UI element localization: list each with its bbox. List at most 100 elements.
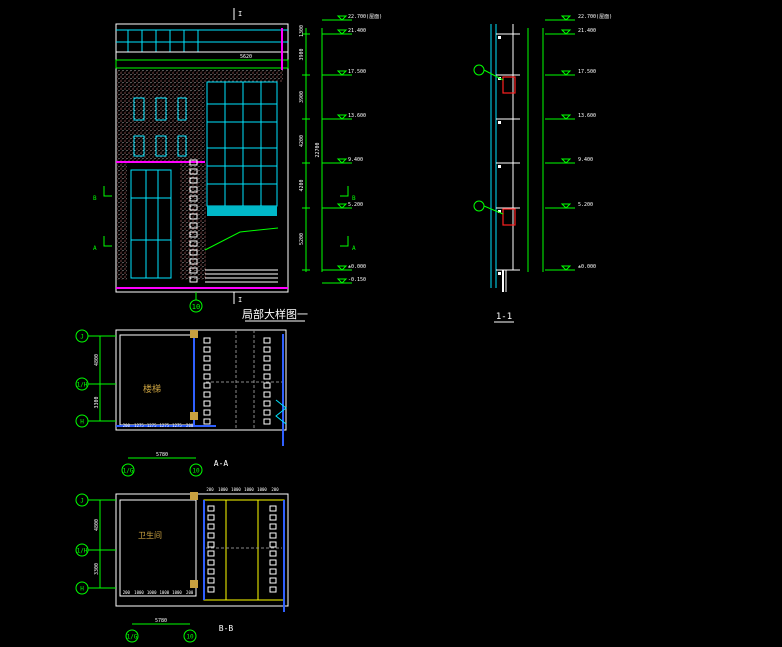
plan-tag-box [263,337,271,344]
plan-axis-bubble-bottom [189,463,203,477]
right-cut-markers [340,186,349,247]
section-leader-lower [483,205,504,215]
plan-b-dim-top-text: 200 [206,487,214,492]
cut-label-a-right: A [352,245,356,252]
plan-b-dim-top-text: 1000 [231,487,241,492]
plan-axis-bubble-bottom [121,463,135,477]
sec-level-triangle [560,70,572,76]
plan-tag-box [203,355,211,362]
elev-tag-box [189,186,198,193]
plan-a-title: A-A [214,459,229,468]
elev-level-label: 5.200 [348,202,363,208]
elev-dim-text: 1300 [299,25,305,37]
elev-level-triangle [336,70,348,76]
elev-level-label: 13.600 [348,113,366,119]
section-title: 1-1 [496,312,512,322]
sec-slab-node [498,210,501,213]
elev-dim-text: 5200 [299,233,305,245]
elev-level-triangle [336,203,348,209]
plan-b-room-label: 卫生间 [138,530,162,540]
plan-tag-box [203,337,211,344]
elev-tag-box [189,177,198,184]
plan-dim-small-text: 200 [123,423,131,428]
top-dimension-strip [115,59,289,69]
plan-dim-small-text: 200 [186,590,194,595]
sec-level-triangle [560,29,572,35]
plan-dim-left-text: 4800 [94,519,100,531]
plan-dim-small-text: 200 [186,423,194,428]
sec-level-triangle [560,114,572,120]
plan-axis-label-bottom: 1/G [127,634,138,641]
plan-dim-small-text: 1000 [172,590,182,595]
elevation-title: 局部大样图一 [242,307,308,321]
elev-level-label: 21.400 [348,28,366,34]
plan-tag-box [269,586,277,593]
plan-tag-box [207,559,215,566]
elev-tag-box [189,222,198,229]
plan-axis-label-left: 1/H [77,548,88,555]
top-curtain-wall [116,29,288,52]
plan-a-tags [203,337,271,425]
plan-b-title: B-B [219,624,234,633]
sec-level-label: ±0.000 [578,264,596,270]
elev-dim-text: 4200 [299,179,305,191]
plan-tag-box [263,418,271,425]
elev-tag-box [189,249,198,256]
stone-cladding-upper [117,70,205,162]
canopy [207,206,277,216]
sec-level-label: 21.400 [578,28,596,34]
plan-tag-box [203,409,211,416]
elev-tag-box [189,267,198,274]
elev-dim-text: 3900 [299,48,305,60]
plan-b-tags [207,505,277,593]
cut-label-b-right: B [352,195,356,202]
plan-tag-box [203,391,211,398]
elev-tag-box [189,159,198,166]
upper-windows [133,97,187,157]
stone-cladding-mid [180,162,206,280]
plan-b-room [119,499,197,597]
plan-b-column-bottom [190,580,198,588]
elevation-drawing: I I B A B A 10 1300390039004200420052002… [93,8,382,322]
plan-tag-box [269,568,277,575]
top-dimension-text: 5620 [240,54,252,60]
plan-dim-small-text: 200 [123,590,131,595]
elev-dim-text: 3900 [299,91,305,103]
plan-dim-small-text: 1275 [134,423,144,428]
section-floor-slabs [496,33,520,275]
elev-tag-box [189,195,198,202]
highlight-box-upper [502,76,516,94]
plan-b-dim-top-text: 200 [271,487,279,492]
highlight-box-lower [502,208,516,226]
plan-dim-small-text: 1275 [160,423,170,428]
elev-tag-box [189,258,198,265]
elevation-dimension-chain: 1300 3900 3900 4200 4200 5200 22700 [299,25,323,272]
plan-b-dim-top-text: 1000 [257,487,267,492]
section-leader-upper [483,69,504,81]
plan-tag-box [203,364,211,371]
elevation-tags [189,159,198,283]
plan-tag-box [269,541,277,548]
plan-tag-box [269,532,277,539]
plan-tag-box [269,523,277,530]
elev-level-label: 9.400 [348,157,363,163]
plan-axis-label-left: 1/H [77,382,88,389]
sec-level-triangle [560,203,572,209]
plan-tag-box [207,523,215,530]
plan-tag-box [263,373,271,380]
plan-a-grid [206,330,286,430]
elevation-outline [115,23,289,293]
elev-tag-box [189,168,198,175]
plan-tag-box [269,505,277,512]
elev-level-triangle [336,114,348,120]
elev-dim-text: 4200 [299,135,305,147]
plan-dim-small-text: 1000 [160,590,170,595]
plan-axis-label-left: H [80,586,84,593]
plan-tag-box [207,505,215,512]
elev-dim-total-text: 22700 [315,142,321,157]
plan-axis-label-left: H [80,419,84,426]
elev-level-triangle [336,15,348,21]
elev-level-label: -0.150 [348,277,366,283]
